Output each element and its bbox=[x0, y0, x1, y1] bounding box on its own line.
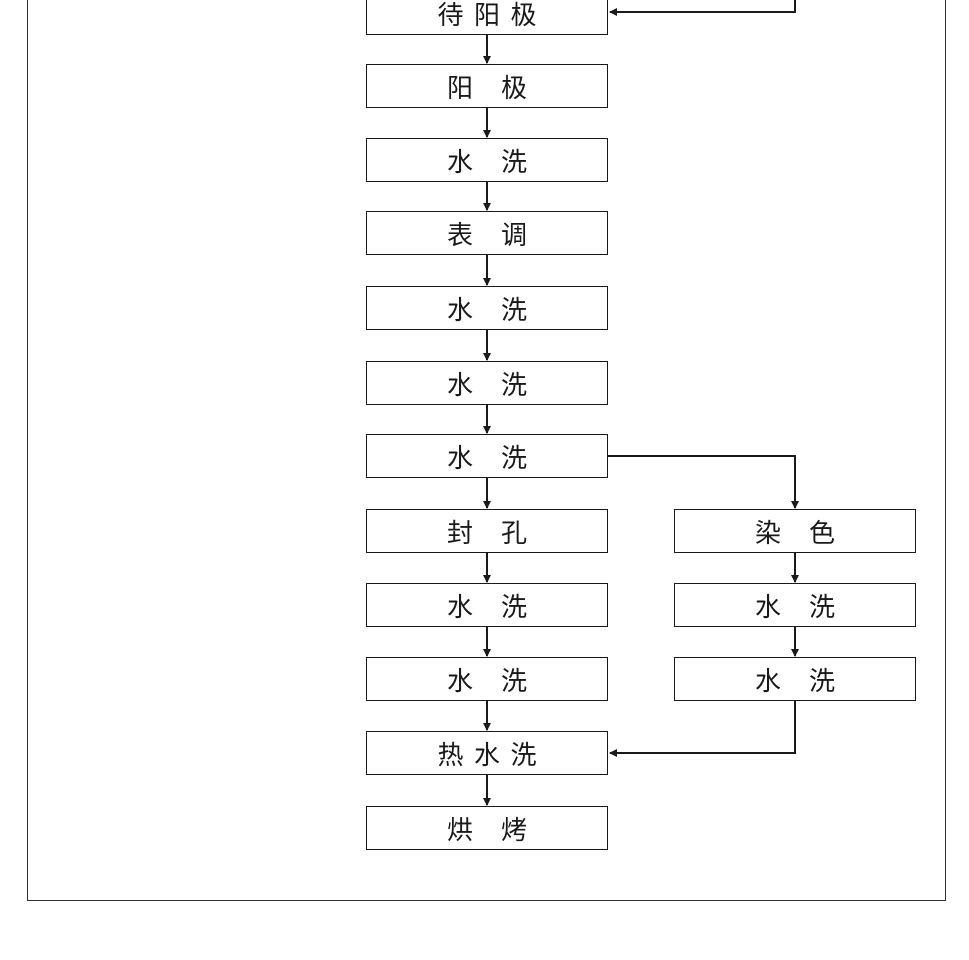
branch-out-arrow bbox=[608, 455, 799, 509]
step-wait-anode: 待阳极 bbox=[366, 0, 608, 35]
return-arrow-top bbox=[609, 0, 796, 16]
step-rinse-4: 水洗 bbox=[366, 434, 608, 478]
step-rinse-5: 水洗 bbox=[366, 583, 608, 627]
diagram-frame bbox=[27, 0, 946, 901]
step-dyeing: 染色 bbox=[674, 509, 916, 553]
step-baking: 烘烤 bbox=[366, 806, 608, 850]
step-rinse-1: 水洗 bbox=[366, 138, 608, 182]
step-dye-rinse-1: 水洗 bbox=[674, 583, 916, 627]
step-rinse-2: 水洗 bbox=[366, 286, 608, 330]
step-rinse-6: 水洗 bbox=[366, 657, 608, 701]
step-anodize: 阳极 bbox=[366, 64, 608, 108]
step-sealing: 封孔 bbox=[366, 509, 608, 553]
step-rinse-3: 水洗 bbox=[366, 361, 608, 405]
step-dye-rinse-2: 水洗 bbox=[674, 657, 916, 701]
step-surface-adjust: 表调 bbox=[366, 211, 608, 255]
step-hot-rinse: 热水洗 bbox=[366, 731, 608, 775]
branch-return-arrow bbox=[609, 701, 796, 757]
